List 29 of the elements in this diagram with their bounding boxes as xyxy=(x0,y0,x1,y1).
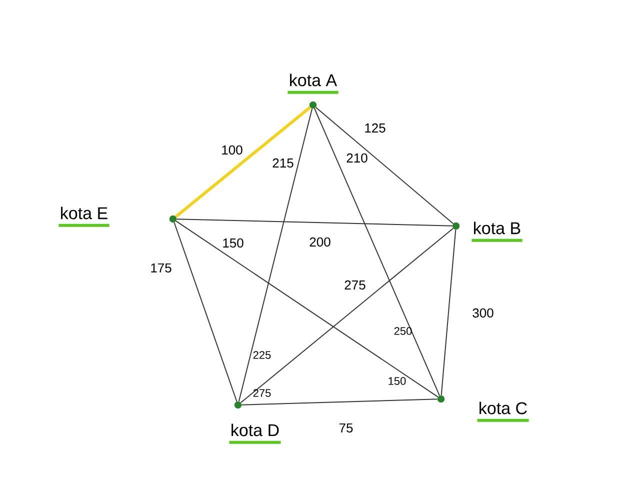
graph-edge xyxy=(176,220,438,398)
distance-label: 250 xyxy=(394,327,412,335)
graph-edge xyxy=(176,218,453,226)
edge-label: 150 xyxy=(223,238,244,248)
graph-edge xyxy=(238,108,313,402)
distance-label: 225 xyxy=(253,351,271,359)
graph-edge xyxy=(314,108,440,396)
edge-label: 210 xyxy=(346,153,368,163)
graph-edge xyxy=(174,222,238,402)
graph-edge xyxy=(240,228,454,404)
graph-edge xyxy=(241,398,438,406)
edge-label: 125 xyxy=(365,123,386,133)
edge-label: 215 xyxy=(272,158,294,168)
edge-label: 100 xyxy=(222,145,242,155)
edge-label: 175 xyxy=(151,263,172,273)
graph-edge xyxy=(174,106,312,218)
node-label: kota B xyxy=(474,222,520,234)
graph-edge xyxy=(440,229,456,396)
node-label: kota E xyxy=(61,206,108,220)
node-label: kota C xyxy=(480,402,527,414)
node-label: kota A xyxy=(290,74,338,86)
distance-label: 150 xyxy=(388,377,406,385)
edge-label: 75 xyxy=(339,423,353,433)
node-label: kota D xyxy=(232,424,279,436)
edge-label: 200 xyxy=(310,237,330,247)
edge-label: 275 xyxy=(344,280,366,290)
edge-label: 300 xyxy=(472,308,494,318)
distance-label: 275 xyxy=(253,389,271,397)
graph-edge xyxy=(315,106,454,224)
